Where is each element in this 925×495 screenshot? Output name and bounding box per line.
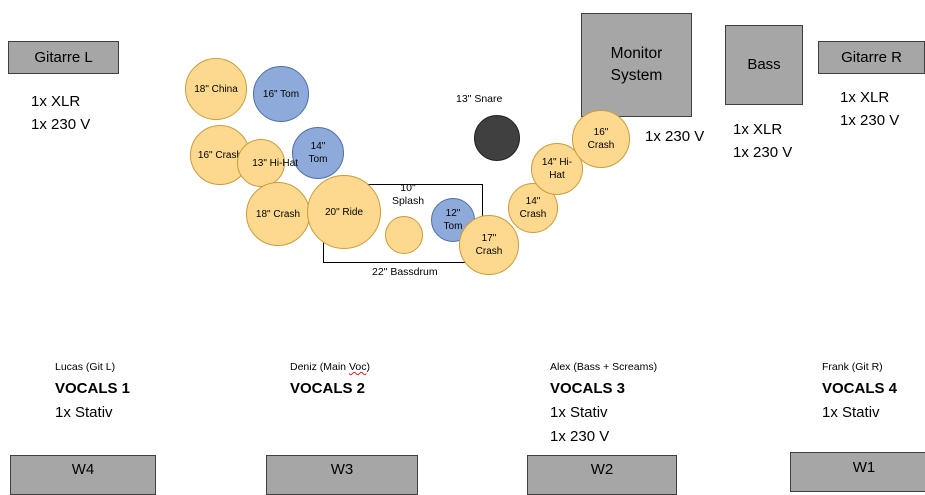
vocals3-power: 1x 230 V [550, 428, 610, 445]
splash-10-label: 10" Splash [391, 182, 425, 207]
bass-amp: Bass [725, 25, 803, 105]
wedge-w4: W4 [10, 455, 156, 495]
gitarre-l-xlr: 1x XLR [31, 93, 81, 110]
vocals1-stand: 1x Stativ [55, 404, 113, 421]
crash-16-right-cymbal: 16" Crash [572, 110, 630, 168]
hihat-13-cymbal: 13" Hi-Hat [237, 139, 298, 187]
ride-20-cymbal: 20" Ride [307, 175, 381, 249]
vocals4-stand: 1x Stativ [822, 404, 880, 421]
gitarre-r-power: 1x 230 V [840, 112, 900, 129]
snare-drum [474, 115, 520, 161]
vocals2-name-pre: Deniz (Main [290, 361, 349, 373]
crash-18-cymbal: 18" Crash [246, 182, 310, 246]
vocals2-name-post: ) [366, 361, 370, 373]
hihat-13-label: 13" Hi-Hat [252, 157, 298, 169]
monitor-power: 1x 230 V [645, 128, 705, 145]
bass-xlr: 1x XLR [733, 121, 783, 138]
wedge-w1: W1 [790, 452, 925, 492]
hihat-14-cymbal: 14" Hi- Hat [531, 143, 583, 195]
wedge-w3: W3 [266, 455, 418, 495]
vocals1-channel: VOCALS 1 [55, 380, 131, 397]
vocals3-channel: VOCALS 3 [550, 380, 626, 397]
crash-17-cymbal: 17" Crash [459, 215, 519, 275]
gitarre-r-amp: Gitarre R [818, 41, 925, 74]
bass-power: 1x 230 V [733, 144, 793, 161]
wedge-w2: W2 [527, 455, 677, 495]
tom-14: 14" Tom [292, 127, 344, 179]
gitarre-l-amp: Gitarre L [8, 41, 119, 74]
vocals3-name: Alex (Bass + Screams) [550, 361, 658, 373]
vocals2-name: Deniz (Main Voc) [290, 361, 370, 374]
vocals4-name: Frank (Git R) [822, 361, 883, 373]
tom-16: 16" Tom [253, 66, 309, 122]
vocals4-channel: VOCALS 4 [822, 380, 898, 397]
gitarre-l-power: 1x 230 V [31, 116, 91, 133]
gitarre-r-xlr: 1x XLR [840, 89, 890, 106]
monitor-system: Monitor System [581, 13, 692, 117]
bassdrum-label: 22" Bassdrum [372, 266, 438, 278]
vocals2-name-spellcheck: Voc [348, 361, 367, 373]
snare-label: 13" Snare [456, 93, 503, 105]
china-18-cymbal: 18" China [185, 58, 247, 120]
vocals2-channel: VOCALS 2 [290, 380, 366, 397]
splash-10-cymbal [385, 216, 423, 254]
vocals1-name: Lucas (Git L) [55, 361, 116, 373]
vocals3-stand: 1x Stativ [550, 404, 608, 421]
